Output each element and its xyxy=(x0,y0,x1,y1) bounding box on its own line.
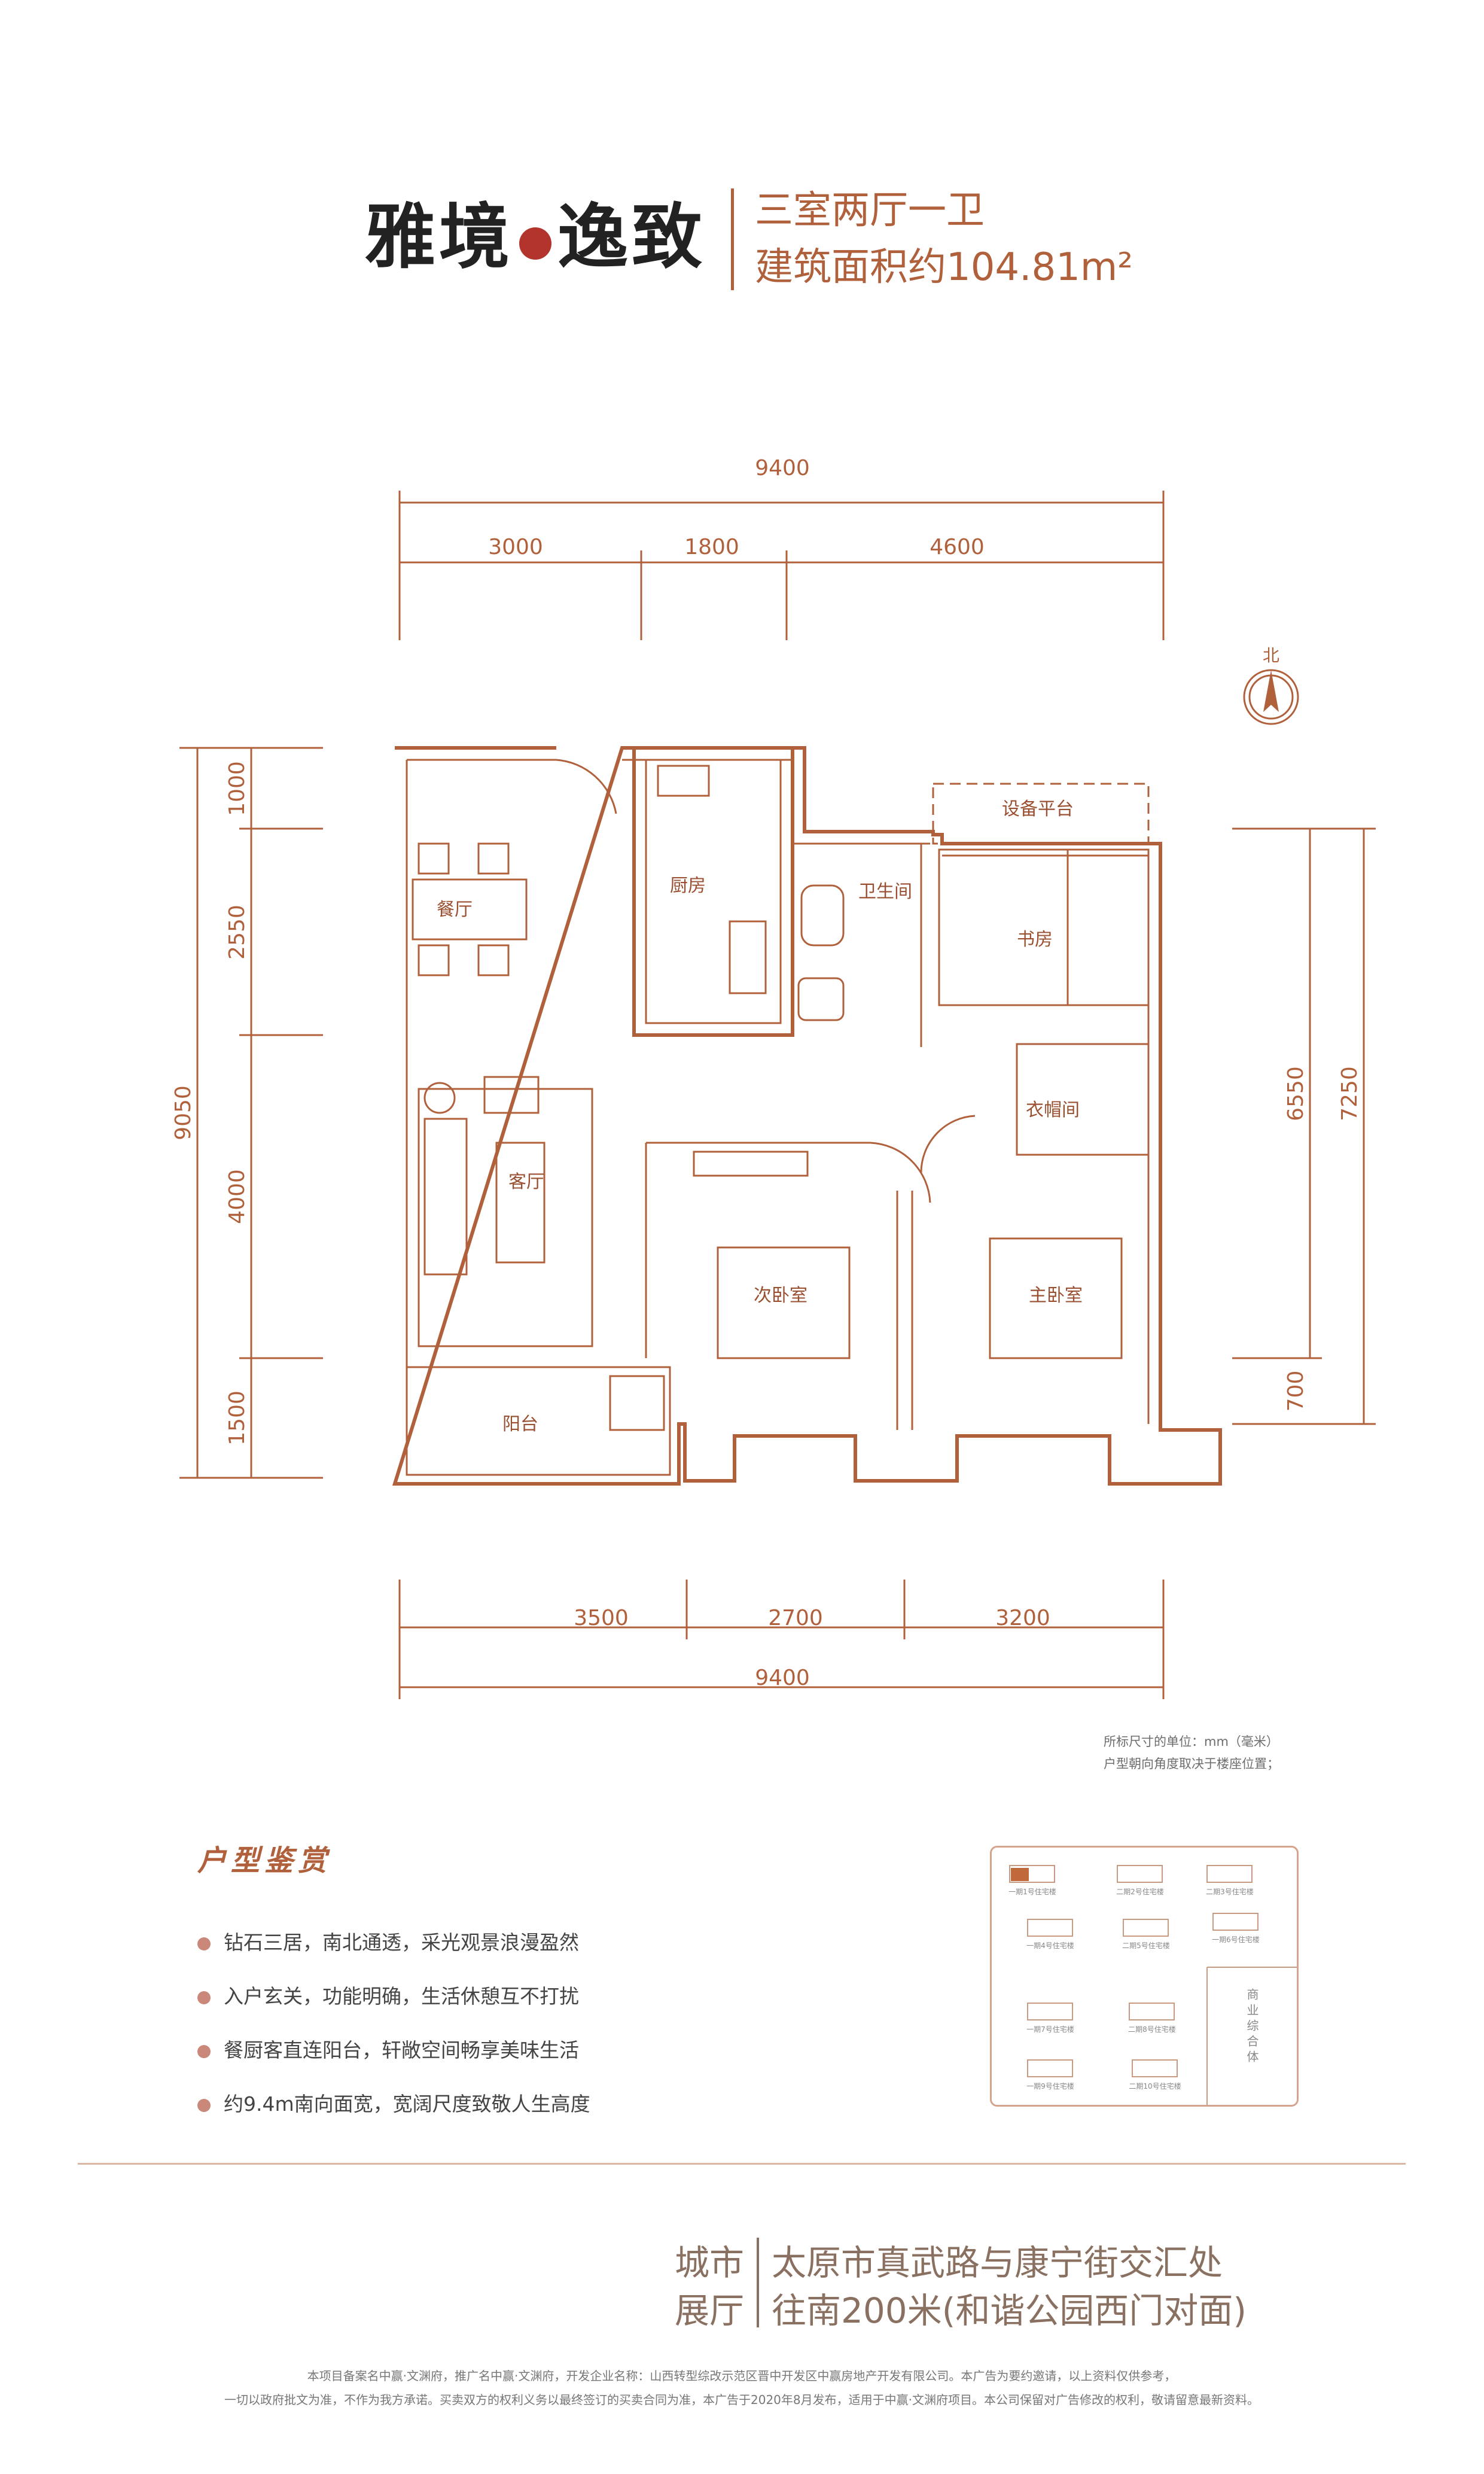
location-label-1: 城市 xyxy=(675,2242,745,2283)
bullet-icon xyxy=(197,1937,211,1950)
brand-part-2: 逸致 xyxy=(557,195,706,278)
keymap-building-2: 二期2号住宅楼 xyxy=(1116,1887,1164,1896)
location-address-1: 太原市真武路与康宁街交汇处 xyxy=(772,2242,1223,2283)
dim-left-seg-2: 2550 xyxy=(225,905,249,960)
bullet-icon xyxy=(197,2044,211,2058)
legend-orientation: 户型朝向角度取决于楼座位置； xyxy=(1104,1757,1279,1771)
keymap-building-5: 二期5号住宅楼 xyxy=(1122,1941,1170,1950)
feature-item: 钻石三居，南北通透，采光观景浪漫盈然 xyxy=(197,1927,579,1955)
north-arrow-icon xyxy=(1263,670,1279,712)
keymap-building-10: 二期10号住宅楼 xyxy=(1129,2082,1181,2090)
dim-top-total: 9400 xyxy=(755,456,810,480)
dim-left-total: 9050 xyxy=(171,1085,196,1140)
dim-top-seg-1: 3000 xyxy=(488,535,543,559)
bullet-icon xyxy=(197,1991,211,2004)
dim-left-seg-1: 1000 xyxy=(225,761,249,816)
location-address-2: 往南200米(和谐公园西门对面) xyxy=(772,2290,1247,2331)
dim-bottom-seg-2: 2700 xyxy=(768,1606,823,1630)
location-divider xyxy=(757,2238,759,2327)
legend-units: 所标尺寸的单位：mm（毫米） xyxy=(1104,1734,1279,1749)
room-bathroom: 卫生间 xyxy=(858,881,912,902)
keymap-building-6: 一期6号住宅楼 xyxy=(1212,1935,1260,1944)
dim-left-seg-3: 4000 xyxy=(225,1169,249,1224)
compass-label: 北 xyxy=(1263,646,1279,665)
dim-right-inner: 6550 xyxy=(1284,1066,1308,1121)
floor-plan: 9400 3000 1800 4600 3500 2700 3200 9400 … xyxy=(171,456,1376,1699)
keymap-building-3: 二期3号住宅楼 xyxy=(1206,1887,1254,1896)
room-balcony: 阳台 xyxy=(502,1414,538,1435)
title-divider xyxy=(731,188,734,290)
keymap-building-8: 二期8号住宅楼 xyxy=(1128,2025,1176,2034)
dim-bottom-total: 9400 xyxy=(755,1666,810,1690)
dim-top-seg-3: 4600 xyxy=(930,535,985,559)
brand-part-1: 雅境 xyxy=(365,195,514,278)
location-label-2: 展厅 xyxy=(675,2290,745,2331)
room-second-bedroom: 次卧室 xyxy=(754,1285,807,1306)
room-living: 客厅 xyxy=(508,1171,544,1192)
disclaimer-line-1: 本项目备案名中赢·文渊府，推广名中赢·文渊府，开发企业名称：山西转型综改示范区晋… xyxy=(307,2369,1177,2383)
layout-type: 三室两厅一卫 xyxy=(755,188,985,233)
building-area: 建筑面积约104.81m² xyxy=(755,245,1133,290)
room-equipment: 设备平台 xyxy=(1002,799,1074,820)
brand-title: 雅境逸致 xyxy=(365,179,706,282)
section-divider xyxy=(78,2163,1406,2165)
room-master-bedroom: 主卧室 xyxy=(1029,1285,1083,1306)
keymap-building-4: 一期4号住宅楼 xyxy=(1026,1941,1074,1950)
dim-right-bottom: 700 xyxy=(1284,1371,1308,1412)
disclaimer-line-2: 一切以政府批文为准，不作为我方承诺。买卖双方的权利义务以最终签订的买卖合同为准，… xyxy=(224,2393,1259,2407)
site-key-map: 一期1号住宅楼 二期2号住宅楼 二期3号住宅楼 一期4号住宅楼 二期5号住宅楼 … xyxy=(990,1846,1299,2107)
keymap-building-7: 一期7号住宅楼 xyxy=(1026,2025,1074,2034)
dim-top-seg-2: 1800 xyxy=(684,535,739,559)
feature-item: 入户玄关，功能明确，生活休憩互不打扰 xyxy=(197,1980,579,2009)
bullet-icon xyxy=(197,2098,211,2112)
room-cloakroom: 衣帽间 xyxy=(1026,1100,1080,1121)
keymap-building-1: 一期1号住宅楼 xyxy=(1008,1887,1056,1896)
room-study: 书房 xyxy=(1017,929,1053,950)
dim-bottom-seg-1: 3500 xyxy=(574,1606,629,1630)
keymap-commercial: 商业综合体 xyxy=(1245,1988,1259,2066)
dim-bottom-seg-3: 3200 xyxy=(995,1606,1050,1630)
feature-item: 约9.4m南向面宽，宽阔尺度致敬人生高度 xyxy=(197,2088,590,2117)
room-dining: 餐厅 xyxy=(437,899,473,920)
dim-right-outer: 7250 xyxy=(1337,1066,1362,1121)
features-title: 户型鉴赏 xyxy=(197,1844,332,1877)
room-kitchen: 厨房 xyxy=(670,875,706,896)
keymap-building-9: 一期9号住宅楼 xyxy=(1026,2082,1074,2090)
seal-icon xyxy=(519,227,552,260)
dim-left-seg-4: 1500 xyxy=(225,1390,249,1446)
feature-item: 餐厨客直连阳台，轩敞空间畅享美味生活 xyxy=(197,2034,579,2063)
